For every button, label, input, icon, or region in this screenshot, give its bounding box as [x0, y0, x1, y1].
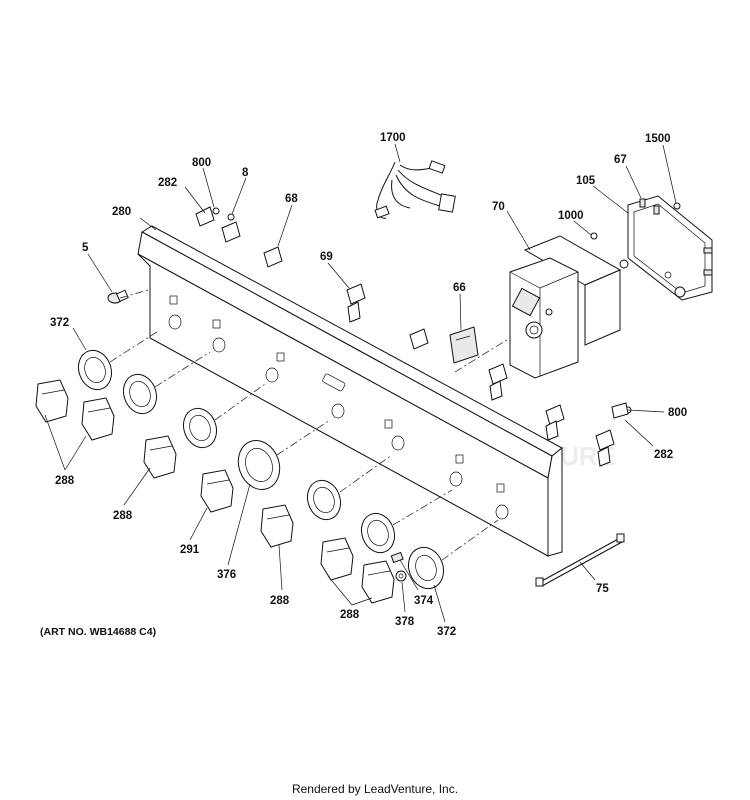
callout-282-right: 282: [654, 449, 673, 461]
callout-288-c: 288: [270, 595, 290, 607]
callout-labels: 1700 800 8 282 280 68 5 69 70 1000 105 6…: [50, 132, 687, 638]
callout-374: 374: [414, 595, 434, 607]
art-number-note: (ART NO. WB14688 C4): [40, 626, 157, 638]
callout-105: 105: [576, 175, 596, 187]
mounting-clips: [195, 206, 629, 467]
callout-288-b: 288: [113, 510, 133, 522]
callout-1000: 1000: [558, 210, 584, 222]
callout-372-right: 372: [437, 626, 456, 638]
wire-harness: [374, 160, 456, 219]
small-parts-374-378: [390, 551, 407, 582]
panel-holes: [168, 295, 509, 520]
callout-68: 68: [285, 193, 298, 205]
callout-288-d: 288: [340, 609, 360, 621]
callout-378: 378: [395, 616, 415, 628]
ignition-switch: [107, 289, 129, 304]
knobs: [35, 379, 395, 604]
callout-67: 67: [614, 154, 627, 166]
callout-66: 66: [453, 282, 466, 294]
cover-plate: [619, 195, 713, 301]
callout-280: 280: [112, 206, 131, 218]
lens-part: [449, 326, 479, 364]
callout-1700: 1700: [380, 132, 406, 144]
bezels: [77, 349, 445, 590]
callout-69: 69: [320, 251, 333, 263]
callout-282-top: 282: [158, 177, 177, 189]
callout-376: 376: [217, 569, 236, 581]
callout-75: 75: [596, 583, 609, 595]
callout-800-top: 800: [192, 157, 211, 169]
callout-800-right: 800: [668, 407, 687, 419]
callout-1500: 1500: [645, 133, 671, 145]
callout-5: 5: [82, 242, 89, 254]
leader-lines: [44, 143, 677, 623]
control-panel: [137, 225, 563, 557]
alignment-lines: [109, 289, 511, 561]
callout-8: 8: [242, 167, 249, 179]
callout-372-left: 372: [50, 317, 69, 329]
control-board-assembly: [509, 235, 622, 379]
callout-288-a: 288: [55, 475, 75, 487]
callout-291: 291: [180, 544, 200, 556]
callout-70: 70: [492, 201, 505, 213]
render-credit: Rendered by LeadVenture, Inc.: [291, 782, 459, 796]
